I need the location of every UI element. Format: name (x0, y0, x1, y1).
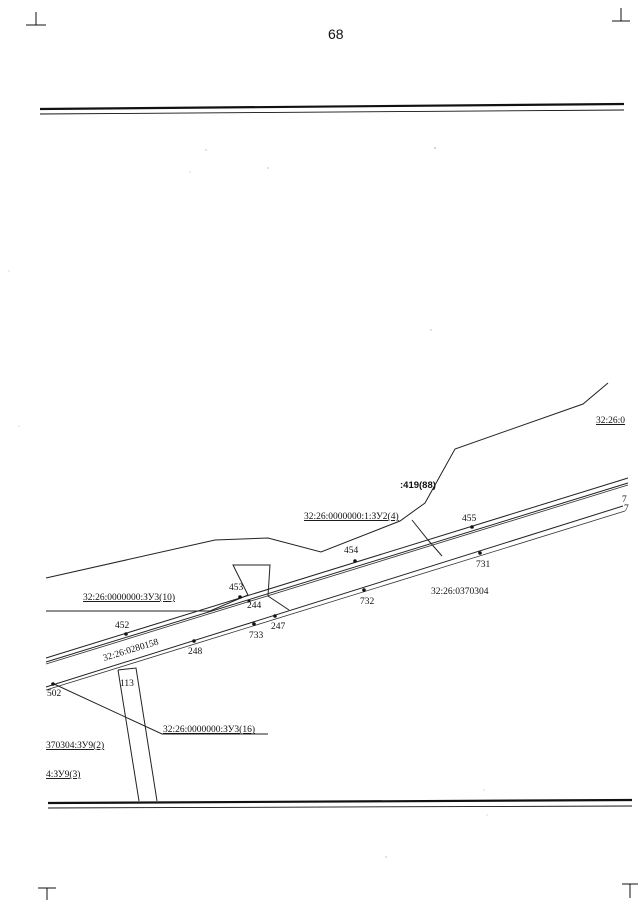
top-frame-line (39, 102, 625, 115)
point-731 (478, 551, 482, 555)
leader-zu2-4 (411, 519, 443, 557)
point-label-455: 455 (462, 514, 477, 524)
label-right-mark-1: 7 (622, 495, 627, 505)
point-label-453: 453 (229, 583, 244, 593)
upper-boundary-line (45, 382, 609, 579)
point-732 (362, 588, 366, 592)
bottom-frame-line (47, 798, 633, 809)
point-label-733: 733 (249, 631, 264, 641)
point-453 (238, 595, 242, 599)
point-label-731: 731 (476, 560, 491, 570)
leader-zu3-16 (53, 683, 268, 735)
point-454 (353, 559, 357, 563)
label-cad-zu3-16: 32:26:0000000:ЗУ3(16) (163, 724, 255, 735)
label-cad-zu2-4: 32:26:0000000:1:ЗУ2(4) (304, 511, 399, 522)
point-502 (51, 682, 55, 686)
page-number: 68 (328, 26, 344, 42)
point-733 (252, 622, 256, 626)
point-248 (192, 639, 196, 643)
crop-mark-top-right (612, 8, 630, 22)
crop-mark-bottom-right (622, 883, 638, 898)
crop-mark-bottom-left (38, 887, 56, 900)
label-contour-419: :419(88) (400, 480, 436, 491)
label-cad-zu9-2: 370304:ЗУ9(2) (46, 740, 104, 751)
label-cad-right-edge: 32:26:0 (596, 416, 625, 426)
point-label-452: 452 (115, 621, 130, 631)
point-244 (247, 599, 251, 603)
label-parcel-113: 113 (120, 679, 134, 689)
label-cad-0370304: 32:26:0370304 (431, 587, 489, 597)
point-label-454: 454 (344, 546, 359, 556)
parcel-113-strip (117, 667, 158, 802)
label-right-mark-2: 7 (624, 504, 629, 514)
point-247 (273, 614, 277, 618)
scan-speckles (8, 147, 488, 858)
point-455 (470, 525, 474, 529)
point-label-732: 732 (360, 597, 375, 607)
point-label-248: 248 (188, 647, 203, 657)
lower-road-lines (45, 505, 626, 691)
point-452 (124, 632, 128, 636)
survey-points (51, 525, 482, 686)
point-label-247: 247 (271, 622, 286, 632)
point-label-502: 502 (47, 689, 62, 699)
point-label-244: 244 (247, 601, 262, 611)
upper-road-lines (45, 477, 629, 665)
label-cad-zu9-3: 4:ЗУ9(3) (46, 769, 80, 780)
label-cad-zu3-10: 32:26:0000000:ЗУ3(10) (83, 592, 175, 603)
crop-mark-top-left (26, 12, 46, 26)
